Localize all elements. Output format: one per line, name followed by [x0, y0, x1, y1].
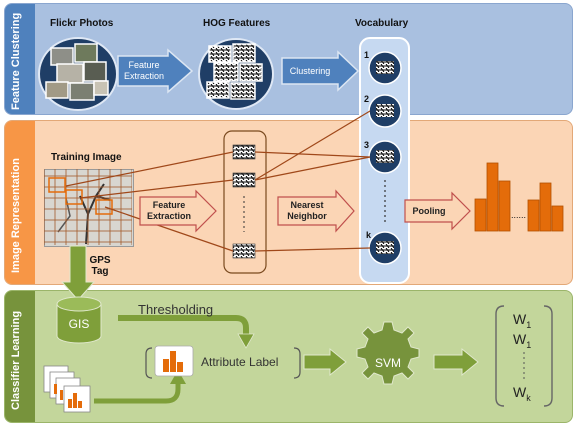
thresholding-arrow — [118, 315, 249, 338]
hog-thumbnail — [232, 43, 256, 63]
vocab-number-3: 3 — [364, 140, 370, 150]
descriptor-column — [223, 130, 267, 274]
flickr-photo-thumbnails — [45, 43, 109, 101]
hog-features-title: HOG Features — [203, 18, 271, 29]
hog-thumbnail — [230, 82, 256, 100]
weight-w1-second-letter: W — [513, 331, 527, 347]
weight-w1-second: W1 — [513, 331, 531, 350]
weight-wk: Wk — [513, 384, 531, 403]
descriptor-thumbnails — [232, 144, 256, 259]
attribute-label-vector — [145, 345, 301, 379]
hog-feature-thumbnails — [206, 43, 263, 100]
classifier-learning-tab — [5, 291, 35, 422]
hog-thumbnail — [208, 45, 232, 63]
hog-thumbnail — [239, 63, 263, 82]
flickr-photo — [69, 82, 95, 101]
weight-wk-sub: k — [526, 392, 531, 403]
vocab-number-2: 2 — [364, 94, 370, 104]
vocabulary-title: Vocabulary — [355, 18, 409, 29]
weight-w1-top: W1 — [513, 311, 531, 330]
hog-thumbnail — [213, 62, 239, 82]
svm-label: SVM — [374, 355, 401, 370]
image-representation-tab — [5, 121, 35, 284]
attribute-label-text: Attribute Label — [201, 355, 279, 369]
nearest-neighbor-label: Nearest Neighbor — [287, 200, 327, 221]
feature-extraction-arrow-mid — [139, 189, 217, 233]
histogram-ellipsis: ...... — [511, 210, 527, 220]
feature-extraction-arrow-top — [117, 48, 194, 94]
histogram-documents — [43, 365, 91, 413]
gis-cylinder — [56, 296, 102, 344]
feature-clustering-tab — [5, 4, 35, 114]
weight-wk-letter: W — [513, 384, 527, 400]
weight-w1-second-sub: 1 — [526, 339, 532, 350]
hog-thumbnail — [206, 81, 230, 99]
clustering-label: Clustering — [289, 65, 331, 76]
pooling-arrow — [404, 191, 471, 231]
weight-w1-top-letter: W — [513, 311, 527, 327]
nearest-neighbor-arrow — [277, 189, 355, 233]
histogram — [474, 162, 564, 232]
training-image-title: Training Image — [51, 152, 122, 163]
documents-to-label-arrow — [94, 380, 181, 404]
gps-tag-label: GPS Tag — [89, 255, 111, 277]
vocabulary-words — [368, 51, 402, 265]
feature-extraction-label-top: Feature Extraction — [123, 60, 165, 81]
training-image-graphics — [44, 169, 132, 245]
weight-w1-top-sub: 1 — [526, 319, 532, 330]
flickr-photos-title: Flickr Photos — [50, 18, 114, 29]
training-connection-lines — [65, 110, 371, 252]
flickr-photo — [50, 47, 74, 66]
thresholding-label: Thresholding — [138, 302, 214, 317]
flickr-photo — [45, 81, 69, 99]
weight-vector-brackets — [495, 305, 553, 407]
vocab-number-1: 1 — [364, 50, 370, 60]
clustering-arrow — [281, 50, 360, 92]
svm-gear — [356, 321, 420, 385]
gps-tag-arrow — [60, 245, 96, 301]
svm-to-weights-arrow — [433, 347, 479, 377]
label-to-svm-arrow — [303, 347, 347, 377]
flickr-photo — [83, 61, 107, 82]
flickr-photo — [74, 43, 98, 63]
feature-extraction-label-mid: Feature Extraction — [146, 200, 191, 221]
flickr-photo — [93, 80, 109, 96]
gis-label: GIS — [68, 316, 90, 331]
vocab-number-k: k — [366, 230, 372, 240]
flickr-photo — [56, 63, 84, 84]
pooling-label: Pooling — [412, 205, 446, 216]
